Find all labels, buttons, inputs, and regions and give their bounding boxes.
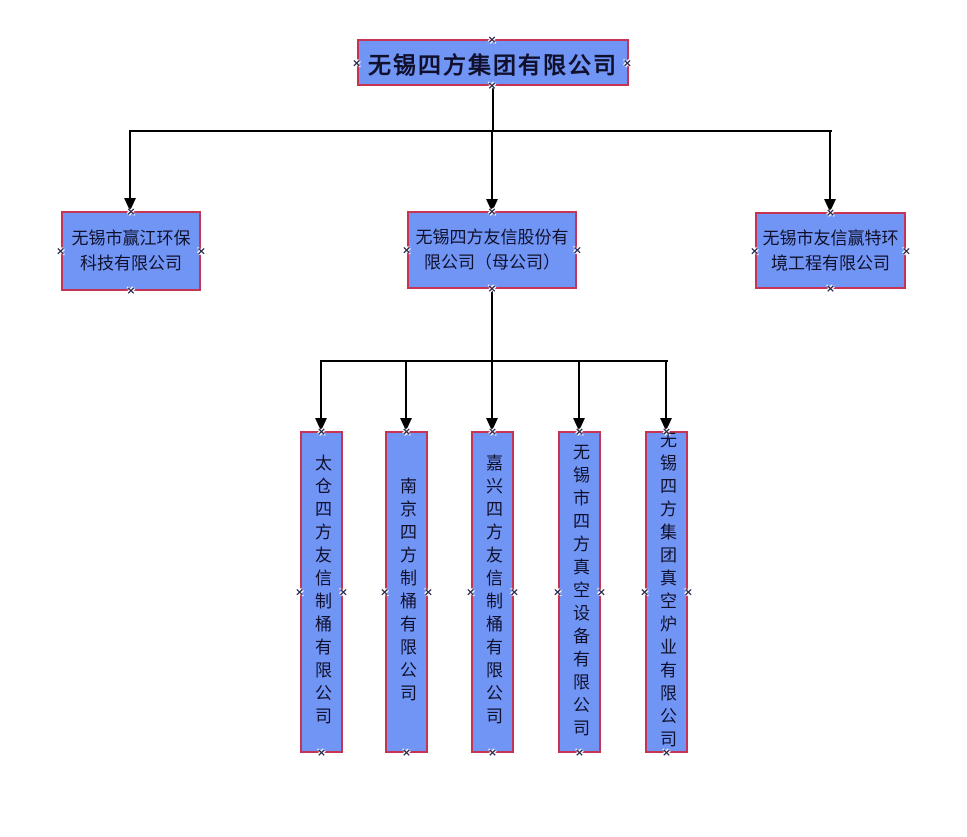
org-node-label: 无锡四方友信股份有 限公司（母公司） (416, 225, 569, 275)
org-node-label: 无锡市赢江环保 科技有限公司 (72, 226, 191, 276)
connection-point-icon: × (56, 244, 66, 258)
connection-point-icon: × (487, 746, 498, 759)
connector-line-level3-horizontal (320, 360, 668, 362)
connector-line-drop-1 (320, 360, 322, 418)
connection-point-icon: × (683, 585, 693, 599)
org-node-label: 无锡市友信赢特环 境工程有限公司 (763, 226, 899, 276)
org-node-taicang-drum[interactable]: 太仓四方友信制桶有限公司 ×××× (295, 426, 348, 758)
org-node-vacuum-furnace[interactable]: 无锡四方集团真空炉业有限公司 ×××× (640, 426, 693, 758)
org-node-label: 无锡四方集团真空炉业有限公司 (657, 431, 676, 753)
connection-point-icon: × (380, 585, 390, 599)
connector-arrowhead-down-icon (486, 418, 498, 431)
connection-point-icon: × (574, 746, 585, 759)
connection-point-icon: × (487, 33, 499, 46)
connection-point-icon: × (825, 282, 836, 295)
connector-arrowhead-down-icon (315, 418, 327, 431)
org-node-label: 嘉兴四方友信制桶有限公司 (483, 454, 502, 730)
connection-point-icon: × (509, 585, 519, 599)
org-node-label-line: 限公司（母公司） (424, 253, 560, 272)
connection-point-icon: × (901, 244, 911, 257)
connector-line-drop-4 (578, 360, 580, 418)
org-node-label-line: 科技有限公司 (80, 254, 182, 273)
connector-arrowhead-down-icon (124, 198, 136, 211)
connection-point-icon: × (401, 746, 412, 759)
connection-point-icon: × (316, 746, 327, 759)
org-node-label-line: 境工程有限公司 (771, 253, 890, 273)
connection-point-icon: × (622, 56, 634, 69)
connection-point-icon: × (402, 243, 412, 257)
connector-line-drop-2 (405, 360, 407, 418)
org-node-wuxi-vacuum-equipment[interactable]: 无锡市四方真空设备有限公司 ×××× (553, 426, 606, 758)
connector-line-drop-left (129, 130, 131, 198)
connection-point-icon: × (196, 244, 206, 258)
connection-point-icon: × (352, 56, 364, 69)
connector-arrowhead-down-icon (400, 418, 412, 431)
connector-arrowhead-down-icon (824, 199, 836, 212)
connector-line-drop-right (829, 130, 831, 199)
connector-line-level2-horizontal (130, 130, 832, 132)
org-node-label-line: 无锡市赢江环保 (71, 229, 191, 248)
connection-point-icon: × (572, 243, 582, 257)
org-node-jiaxing-drum[interactable]: 嘉兴四方友信制桶有限公司 ×××× (466, 426, 519, 758)
connection-point-icon: × (596, 585, 606, 599)
org-node-label: 无锡市四方真空设备有限公司 (570, 442, 589, 742)
connection-point-icon: × (126, 284, 136, 297)
connection-point-icon: × (466, 585, 476, 599)
org-node-label-line: 无锡市友信赢特环 (762, 228, 899, 248)
org-node-label: 太仓四方友信制桶有限公司 (312, 454, 331, 730)
org-node-yingjiang-env-tech[interactable]: 无锡市赢江环保 科技有限公司 ×××× (56, 206, 206, 296)
connection-point-icon: × (338, 585, 348, 599)
org-node-parent-company[interactable]: 无锡四方友信股份有 限公司（母公司） ×××× (402, 206, 582, 294)
connection-point-icon: × (553, 585, 563, 599)
connector-arrowhead-down-icon (573, 418, 585, 431)
connection-point-icon: × (423, 585, 433, 599)
connector-line-drop-3 (491, 360, 493, 418)
connector-line-parent-down (491, 289, 493, 361)
connector-line-drop-middle (491, 130, 493, 199)
connection-point-icon: × (295, 585, 305, 599)
connector-line-root-down (492, 86, 494, 131)
connector-arrowhead-down-icon (660, 418, 672, 431)
org-node-label: 南京四方制桶有限公司 (397, 477, 416, 707)
org-node-root[interactable]: 无锡四方集团有限公司 ×××× (352, 34, 632, 91)
connection-point-icon: × (640, 585, 650, 599)
connector-arrowhead-down-icon (486, 199, 498, 212)
connection-point-icon: × (750, 244, 760, 257)
org-node-label-line: 无锡四方友信股份有 (415, 228, 569, 247)
org-node-label: 无锡四方集团有限公司 (368, 52, 618, 78)
org-node-youxin-yingte-env[interactable]: 无锡市友信赢特环 境工程有限公司 ×××× (750, 207, 911, 294)
connector-line-drop-5 (665, 360, 667, 418)
org-node-nanjing-drum[interactable]: 南京四方制桶有限公司 ×××× (380, 426, 433, 758)
